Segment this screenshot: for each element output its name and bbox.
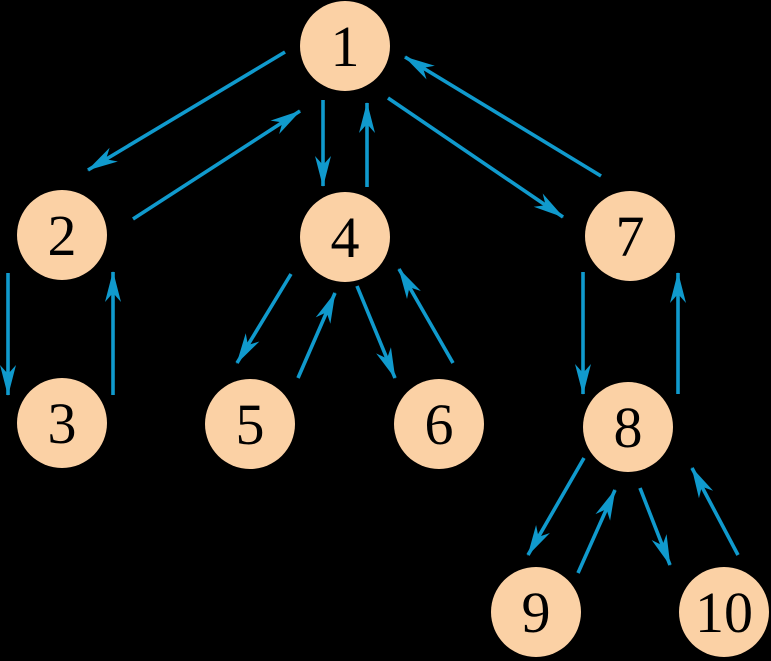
edge-arrow-8-to-10: [638, 487, 672, 566]
node-circle-5: [205, 379, 295, 469]
edge-arrow-6-to-4: [397, 268, 455, 364]
edge-arrow-4-to-6: [355, 285, 397, 379]
node-label-5: 5: [236, 392, 265, 457]
node-circle-1: [300, 1, 390, 91]
graph-node-8: 8: [583, 382, 673, 472]
node-label-4: 4: [331, 205, 360, 270]
graph-node-5: 5: [205, 379, 295, 469]
node-label-7: 7: [616, 204, 645, 269]
edge-arrow-10-to-8: [690, 467, 740, 556]
graph-node-6: 6: [394, 379, 484, 469]
node-circle-7: [585, 191, 675, 281]
graph-node-9: 9: [491, 567, 581, 657]
node-label-1: 1: [331, 14, 360, 79]
edge-arrow-5-to-4: [296, 292, 337, 379]
graph-node-10: 10: [679, 567, 769, 657]
node-circle-10: [679, 567, 769, 657]
edge-arrow-7-to-1: [404, 55, 602, 178]
node-label-3: 3: [48, 391, 77, 456]
edge-arrow-1-to-2: [87, 50, 286, 172]
graph-node-4: 4: [300, 192, 390, 282]
edge-arrow-8-to-9: [526, 457, 586, 556]
node-label-9: 9: [522, 580, 551, 645]
node-circle-4: [300, 192, 390, 282]
node-circle-8: [583, 382, 673, 472]
graph-node-2: 2: [17, 190, 107, 280]
nodes-layer: 1 2 3 4 5 6 7 8 9 10: [17, 1, 769, 657]
node-label-6: 6: [425, 392, 454, 457]
edge-arrow-9-to-8: [576, 489, 617, 574]
graph-node-1: 1: [300, 1, 390, 91]
node-label-8: 8: [614, 395, 643, 460]
node-label-10: 10: [695, 580, 753, 645]
graph-node-3: 3: [17, 378, 107, 468]
graph-node-7: 7: [585, 191, 675, 281]
edge-arrow-2-to-1: [132, 109, 301, 221]
node-circle-2: [17, 190, 107, 280]
edge-arrow-4-to-5: [235, 273, 293, 364]
node-circle-6: [394, 379, 484, 469]
node-label-2: 2: [48, 203, 77, 268]
edges-layer: [0, 50, 740, 574]
node-circle-9: [491, 567, 581, 657]
edge-arrow-1-to-7: [386, 96, 565, 219]
node-circle-3: [17, 378, 107, 468]
